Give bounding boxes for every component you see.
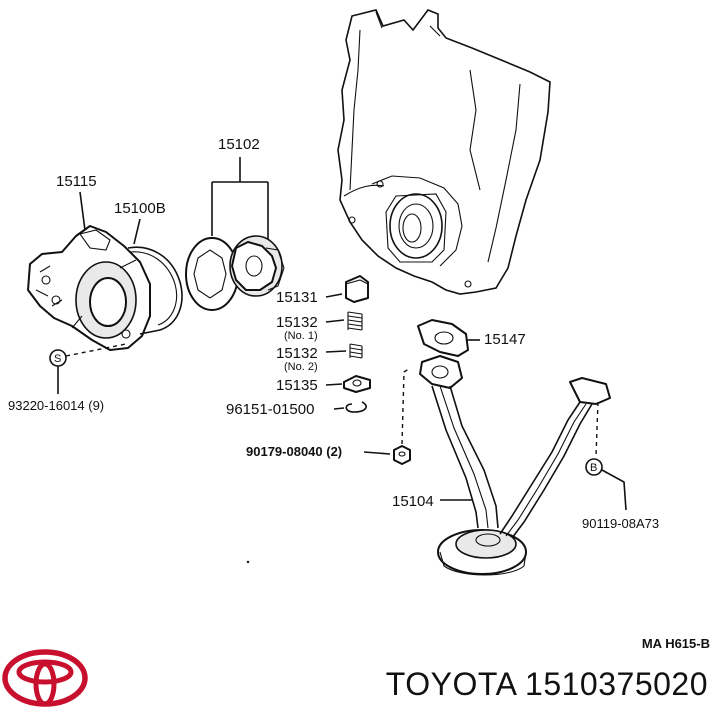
label-15132-no2: 15132 [276,345,318,362]
spring-15132-no1 [347,311,363,331]
leader-15100B [133,218,141,245]
relief-valve-plunger-15131 [345,275,369,303]
label-15115: 15115 [56,173,97,190]
snap-ring-96151 [345,401,367,413]
leader-15102 [211,157,269,248]
s-symbol: S [54,353,61,365]
label-15100B: 15100B [114,200,166,217]
label-90119-08A73: 90119-08A73 [582,516,659,531]
pump-rotors-drawing [185,235,285,311]
dashed-leader-s [65,343,127,357]
b-symbol-circle [585,458,603,476]
o-ring-drawing [127,246,183,335]
leader-90119 [601,469,627,511]
retainer-15135 [343,375,371,393]
part-number: 1510375020 [525,666,708,702]
toyota-logo [2,649,88,707]
strainer-stay-bracket [499,377,611,539]
brand-part-number: TOYOTA 1510375020 [386,666,708,703]
engine-block-drawing [337,9,551,295]
label-15132-no2-sub: (No. 2) [284,361,318,373]
brand-name: TOYOTA [385,666,516,702]
label-90179-08040: 90179-08040 (2) [246,444,342,459]
label-15135: 15135 [276,377,318,394]
nut-90179 [393,445,411,465]
gasket-15147 [417,319,469,357]
label-96151-01500: 96151-01500 [226,401,314,418]
spring-15132-no2 [349,343,363,359]
diagram-code: MA H615-B [641,636,710,651]
label-15132-no1-sub: (No. 1) [284,330,318,342]
oil-strainer-15104 [419,355,527,576]
label-93220-16014: 93220-16014 (9) [8,398,104,413]
b-symbol: B [590,462,597,474]
label-15132-no1: 15132 [276,314,318,331]
oil-pump-body-drawing [27,225,151,351]
label-15102: 15102 [218,136,260,153]
label-15131: 15131 [276,289,318,306]
label-15147: 15147 [484,331,526,348]
dashed-leader-nut [401,367,411,445]
label-15104: 15104 [392,493,434,510]
dashed-leader-b [595,401,599,457]
